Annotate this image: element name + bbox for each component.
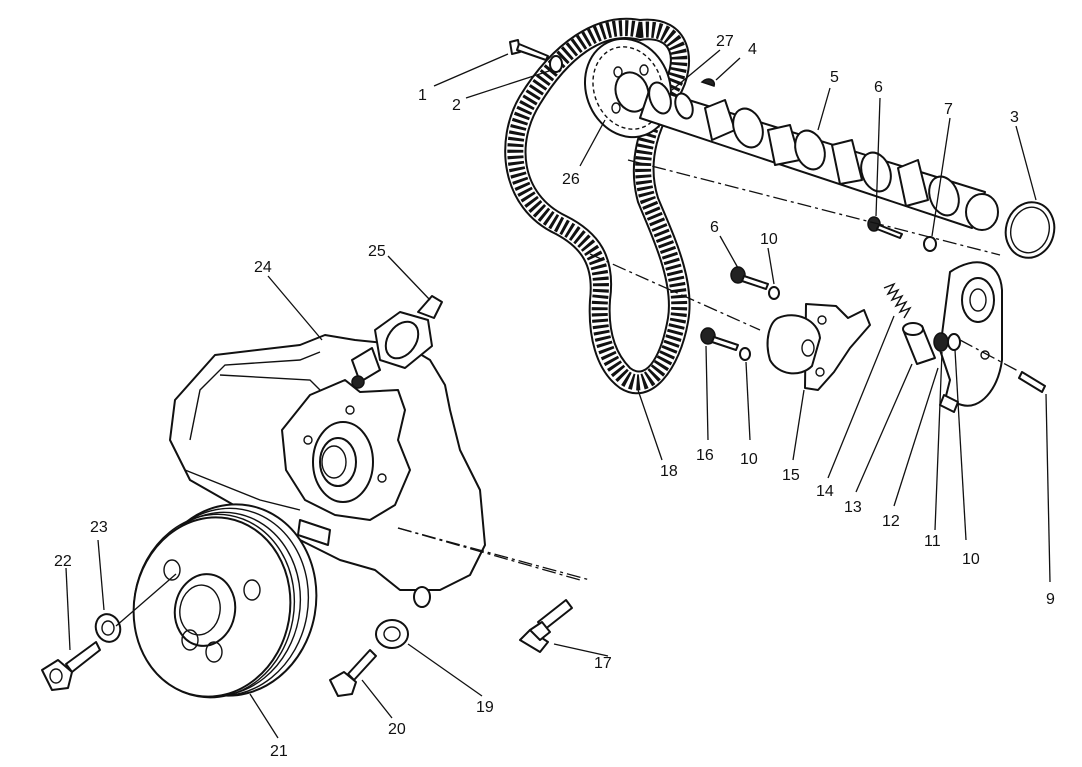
callout-14: 14 [816,483,834,500]
washer-7 [923,236,937,252]
tensioner-pulley [766,303,871,391]
camshaft [639,81,999,231]
plunger-12-13 [902,322,936,365]
bolt-6-tensioner [730,266,769,290]
washer-2 [549,55,563,73]
callout-5: 5 [830,69,839,86]
callout-4: 4 [748,41,757,58]
water-pump-housing [169,334,486,608]
tensioner-bracket [939,261,1003,413]
callout-10-lower: 10 [740,451,758,468]
key-4 [700,78,716,87]
spring-14 [883,282,912,319]
callout-6-tensioner: 6 [710,219,719,236]
callout-10-right: 10 [962,551,980,568]
callout-15: 15 [782,467,800,484]
bolt-1 [509,39,549,61]
washer-19 [375,619,409,649]
callout-13: 13 [844,499,862,516]
callout-3: 3 [1010,109,1019,126]
callout-17: 17 [594,655,612,672]
bolt-6-camshaft [867,216,903,239]
callout-19: 19 [476,699,494,716]
callout-1: 1 [418,87,427,104]
callout-22: 22 [54,553,72,570]
callout-27: 27 [716,33,734,50]
callout-numbers: 1 2 3 4 5 6 6 7 9 10 10 10 11 12 13 14 1… [54,33,1055,760]
callout-24: 24 [254,259,272,276]
washer-10-upper [768,286,780,300]
callout-20: 20 [388,721,406,738]
bolt-22 [41,641,101,691]
leader-lines [65,49,1051,739]
assembly-center-lines [397,159,1021,581]
callout-16: 16 [696,447,714,464]
oil-seal [1004,201,1056,259]
callout-25: 25 [368,243,386,260]
callout-12: 12 [882,513,900,530]
callout-7: 7 [944,101,953,118]
stud-9 [1018,371,1046,393]
callout-18: 18 [660,463,678,480]
bolt-20 [329,649,377,697]
callout-11: 11 [924,533,941,550]
bolt-16 [700,327,739,351]
callout-21: 21 [270,743,288,760]
pulley [132,503,318,699]
callout-23: 23 [90,519,108,536]
callout-9: 9 [1046,591,1055,608]
thermostat-fitting [351,295,443,389]
callout-26: 26 [562,171,580,188]
washer-10-right [947,333,961,351]
callout-10-upper: 10 [760,231,778,248]
nut-11 [933,332,949,352]
stud-17 [519,599,573,653]
washer-10-lower [739,347,751,361]
callout-6-camshaft: 6 [874,79,883,96]
callout-2: 2 [452,97,461,114]
washer-23 [94,613,122,643]
